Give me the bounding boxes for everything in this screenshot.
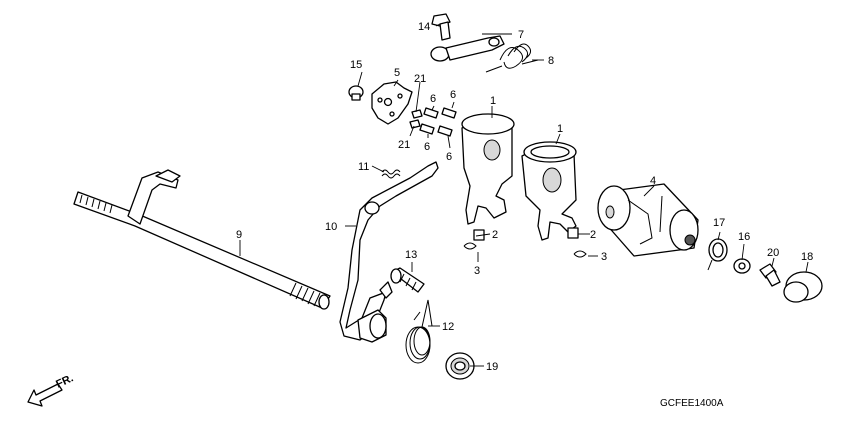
callout-2-right: 2 [590, 229, 596, 241]
part-21-pins [409, 109, 423, 129]
part-18-cap [783, 271, 823, 303]
callout-6-a: 6 [430, 93, 436, 105]
part-13-pin-bolt [390, 267, 425, 293]
part-19-oil-seal [445, 352, 475, 380]
callout-11: 11 [358, 161, 369, 173]
callout-labels: 14 7 8 15 5 21 6 6 21 6 6 1 1 4 11 10 9 … [236, 21, 813, 373]
callout-16: 16 [738, 231, 750, 243]
part-1-shift-fork-right [521, 141, 577, 241]
part-10-gearshift-arm [339, 161, 439, 343]
callout-2-left: 2 [492, 229, 498, 241]
part-12-return-spring [405, 299, 433, 364]
leader-lines [239, 23, 809, 367]
callout-13: 13 [405, 249, 417, 261]
callout-6-d: 6 [446, 151, 452, 163]
part-5-cam-plate [371, 81, 413, 125]
arrow-down-left-icon [27, 383, 63, 407]
callout-21-bottom: 21 [398, 139, 410, 151]
callout-6-c: 6 [424, 141, 430, 153]
part-14-bolt [431, 13, 451, 41]
callout-9: 9 [236, 229, 242, 241]
part-16-washer [733, 258, 751, 274]
part-20-bolt [759, 263, 781, 287]
callout-20: 20 [767, 247, 779, 259]
part-4-shift-drum [597, 183, 699, 257]
part-3-clip-left [463, 242, 477, 250]
part-7-stopper-arm [430, 35, 505, 62]
callout-6-b: 6 [450, 89, 456, 101]
callout-3-right: 3 [601, 251, 607, 263]
callout-10: 10 [325, 221, 337, 233]
callout-7: 7 [518, 29, 524, 41]
callout-8: 8 [548, 55, 554, 67]
diagram-code: GCFEE1400A [660, 398, 724, 409]
callout-5: 5 [394, 67, 400, 79]
callout-21-top: 21 [414, 73, 426, 85]
direction-label: FR. [54, 372, 75, 390]
callout-15: 15 [350, 59, 362, 71]
part-9-gearshift-spindle [73, 169, 331, 310]
part-15-bolt [348, 85, 364, 101]
callout-19: 19 [486, 361, 498, 373]
part-8-stopper-spring [485, 43, 539, 73]
callout-14: 14 [418, 21, 430, 33]
callout-12: 12 [442, 321, 454, 333]
front-direction-indicator: FR. [27, 372, 75, 407]
callout-1-right: 1 [557, 123, 563, 135]
part-3-clip-right [573, 250, 587, 258]
callout-18: 18 [801, 251, 813, 263]
callout-17: 17 [713, 217, 725, 229]
callout-4: 4 [650, 175, 656, 187]
part-1-shift-fork-left [461, 113, 515, 225]
part-6-dowel-pins [419, 107, 457, 137]
callout-1-left: 1 [490, 95, 496, 107]
part-2-fork-pin-left [473, 229, 485, 241]
part-11-spring [381, 169, 401, 179]
part-17-clip [707, 238, 728, 271]
callout-3-left: 3 [474, 265, 480, 277]
part-2-fork-pin-right [567, 227, 579, 239]
